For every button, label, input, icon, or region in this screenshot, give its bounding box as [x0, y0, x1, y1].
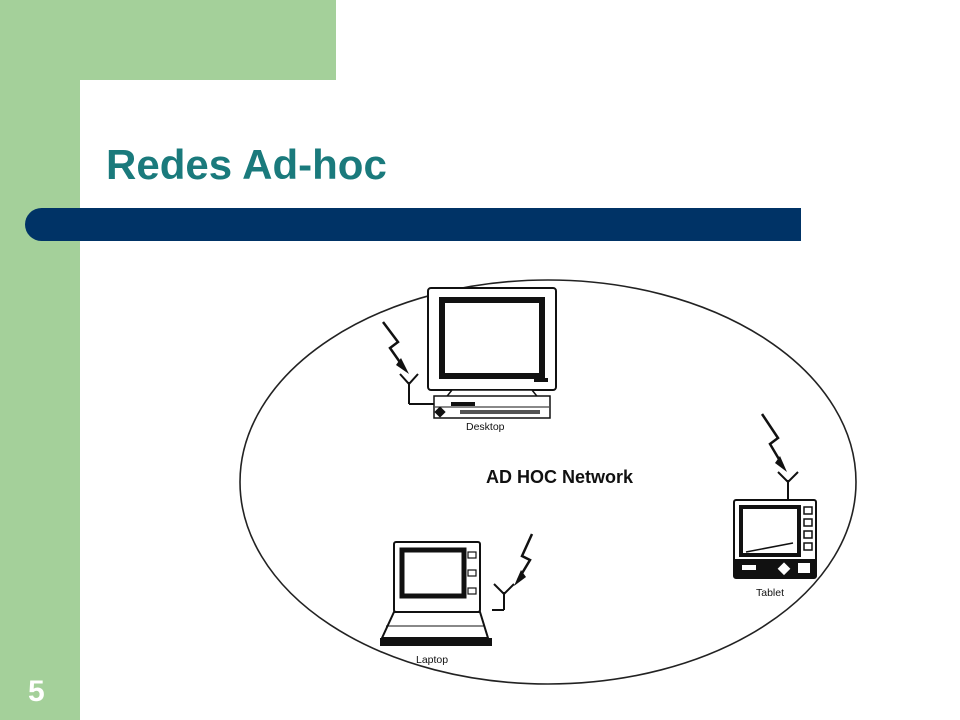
sidebar-decoration: [0, 0, 80, 720]
desktop-antenna-icon: [382, 321, 434, 405]
network-label: AD HOC Network: [486, 467, 634, 487]
slide-title: Redes Ad-hoc: [106, 141, 387, 188]
ad-hoc-network-diagram: Desktop AD HOC Network: [230, 262, 870, 692]
laptop-antenna-icon: [492, 533, 534, 611]
network-boundary-ellipse: [239, 279, 857, 685]
desktop-computer-icon: [427, 287, 557, 419]
title-underline-bar: [25, 208, 801, 241]
tablet-icon: [733, 499, 817, 579]
laptop-icon: [380, 541, 492, 646]
tablet-antenna-icon: [760, 413, 799, 500]
desktop-label: Desktop: [466, 421, 505, 433]
tablet-label: Tablet: [756, 587, 784, 599]
slide-number: 5: [28, 675, 45, 708]
laptop-label: Laptop: [416, 654, 448, 666]
top-corner-decoration: [0, 0, 336, 80]
